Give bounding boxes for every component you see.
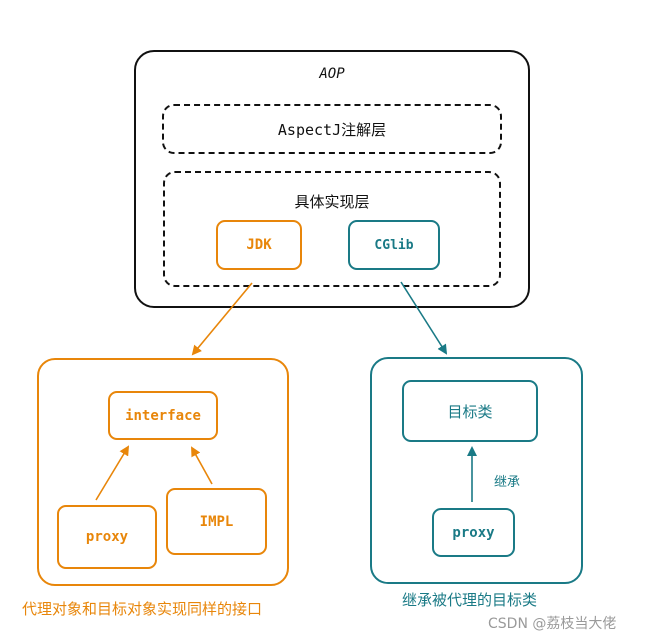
cglib-proxy-node: proxy — [432, 508, 515, 557]
jdk-proxy-node: proxy — [57, 505, 157, 569]
jdk-node: JDK — [216, 220, 302, 270]
jdk-proxy-group — [37, 358, 289, 586]
implementation-layer-title: 具体实现层 — [294, 193, 370, 211]
impl-node: IMPL — [166, 488, 267, 555]
target-class-node: 目标类 — [402, 380, 538, 442]
aspectj-annotation-layer: AspectJ注解层 — [162, 104, 502, 154]
jdk-group-caption: 代理对象和目标对象实现同样的接口 — [22, 600, 263, 618]
inherit-label: 继承 — [494, 475, 521, 490]
cglib-proxy-group — [370, 357, 583, 584]
cglib-group-caption: 继承被代理的目标类 — [402, 591, 538, 609]
cglib-node: CGlib — [348, 220, 440, 270]
implementation-layer: 具体实现层 — [163, 171, 501, 287]
csdn-watermark: CSDN @荔枝当大佬 — [488, 616, 617, 632]
aop-container: AOP — [134, 50, 530, 308]
aop-title: AOP — [319, 66, 345, 82]
interface-node: interface — [108, 391, 218, 440]
